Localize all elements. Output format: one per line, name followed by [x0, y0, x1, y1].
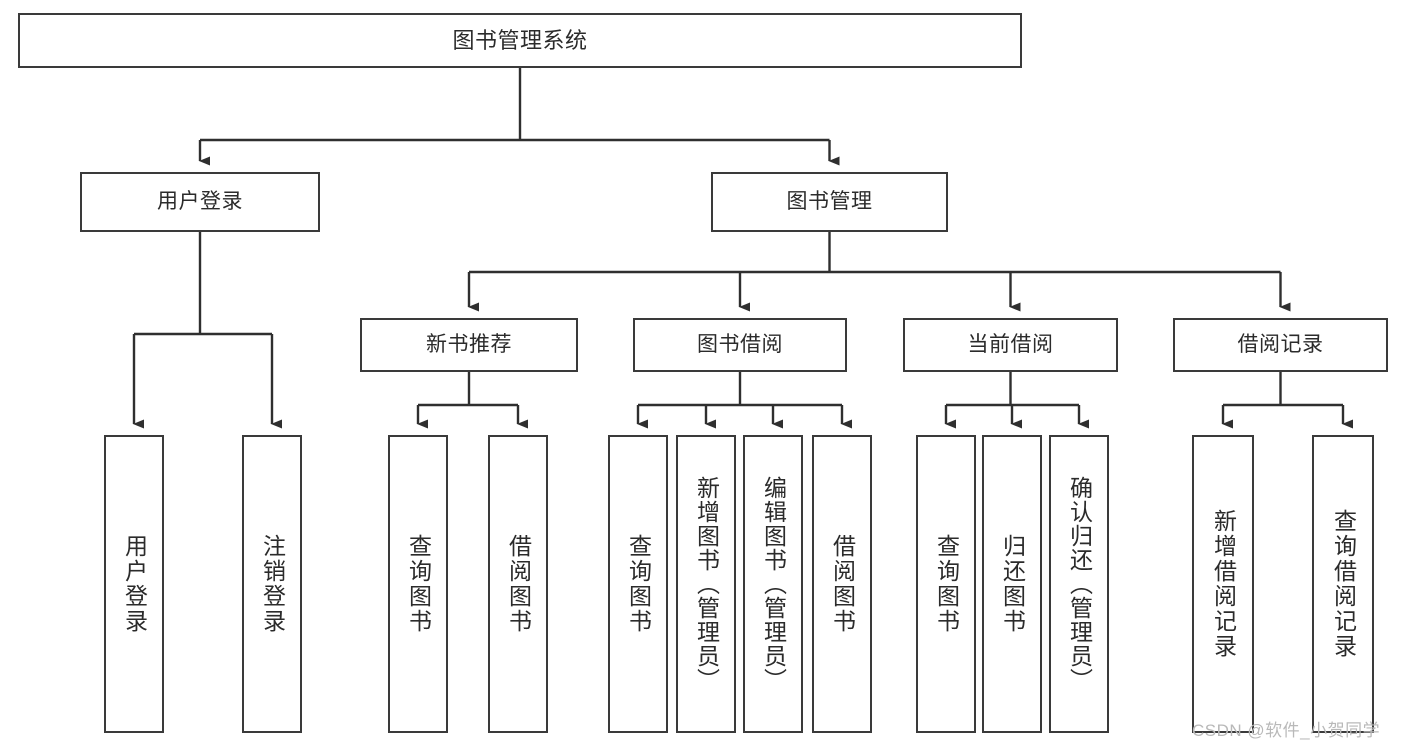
node-label: 注销登录 [259, 534, 286, 634]
node-label: 用户登录 [157, 189, 243, 213]
node-leaf-confirm-return-admin[interactable]: 确认归还（管理员） [1049, 435, 1109, 733]
node-user-login[interactable]: 用户登录 [80, 172, 320, 232]
node-label: 图书借阅 [697, 332, 783, 356]
node-label: 当前借阅 [967, 332, 1054, 356]
node-label: 查询图书 [625, 534, 652, 634]
node-label: 图书管理 [786, 189, 873, 213]
node-label: 新书推荐 [426, 332, 512, 356]
node-current-borrow[interactable]: 当前借阅 [903, 318, 1118, 372]
node-label: 查询图书 [933, 534, 960, 634]
node-label: 借阅记录 [1237, 332, 1324, 356]
node-leaf-user-login[interactable]: 用户登录 [104, 435, 164, 733]
node-leaf-borrow-book-2[interactable]: 借阅图书 [812, 435, 872, 733]
node-label: 新增图书（管理员） [693, 476, 720, 692]
node-leaf-add-borrow-record[interactable]: 新增借阅记录 [1192, 435, 1254, 733]
node-leaf-query-book-3[interactable]: 查询图书 [916, 435, 976, 733]
node-label: 新增借阅记录 [1210, 509, 1237, 659]
node-leaf-query-borrow-record[interactable]: 查询借阅记录 [1312, 435, 1374, 733]
node-book-borrow[interactable]: 图书借阅 [633, 318, 847, 372]
node-label: 图书管理系统 [452, 27, 588, 53]
node-label: 归还图书 [999, 534, 1026, 634]
watermark-credit: CSDN @软件_小贺同学 [1192, 721, 1381, 740]
node-borrow-record[interactable]: 借阅记录 [1173, 318, 1388, 372]
node-leaf-query-book-2[interactable]: 查询图书 [608, 435, 668, 733]
node-leaf-borrow-book-1[interactable]: 借阅图书 [488, 435, 548, 733]
node-label: 查询借阅记录 [1330, 509, 1357, 659]
node-label: 用户登录 [121, 534, 148, 634]
node-new-book-recommend[interactable]: 新书推荐 [360, 318, 578, 372]
node-label: 查询图书 [405, 534, 432, 634]
node-root[interactable]: 图书管理系统 [18, 13, 1022, 68]
node-leaf-query-book-1[interactable]: 查询图书 [388, 435, 448, 733]
node-leaf-add-book-admin[interactable]: 新增图书（管理员） [676, 435, 736, 733]
node-label: 编辑图书（管理员） [760, 476, 787, 692]
node-book-manage[interactable]: 图书管理 [711, 172, 948, 232]
node-leaf-edit-book-admin[interactable]: 编辑图书（管理员） [743, 435, 803, 733]
node-leaf-logout[interactable]: 注销登录 [242, 435, 302, 733]
node-label: 借阅图书 [505, 534, 532, 634]
node-label: 借阅图书 [829, 534, 856, 634]
node-leaf-return-book[interactable]: 归还图书 [982, 435, 1042, 733]
node-label: 确认归还（管理员） [1066, 476, 1093, 692]
